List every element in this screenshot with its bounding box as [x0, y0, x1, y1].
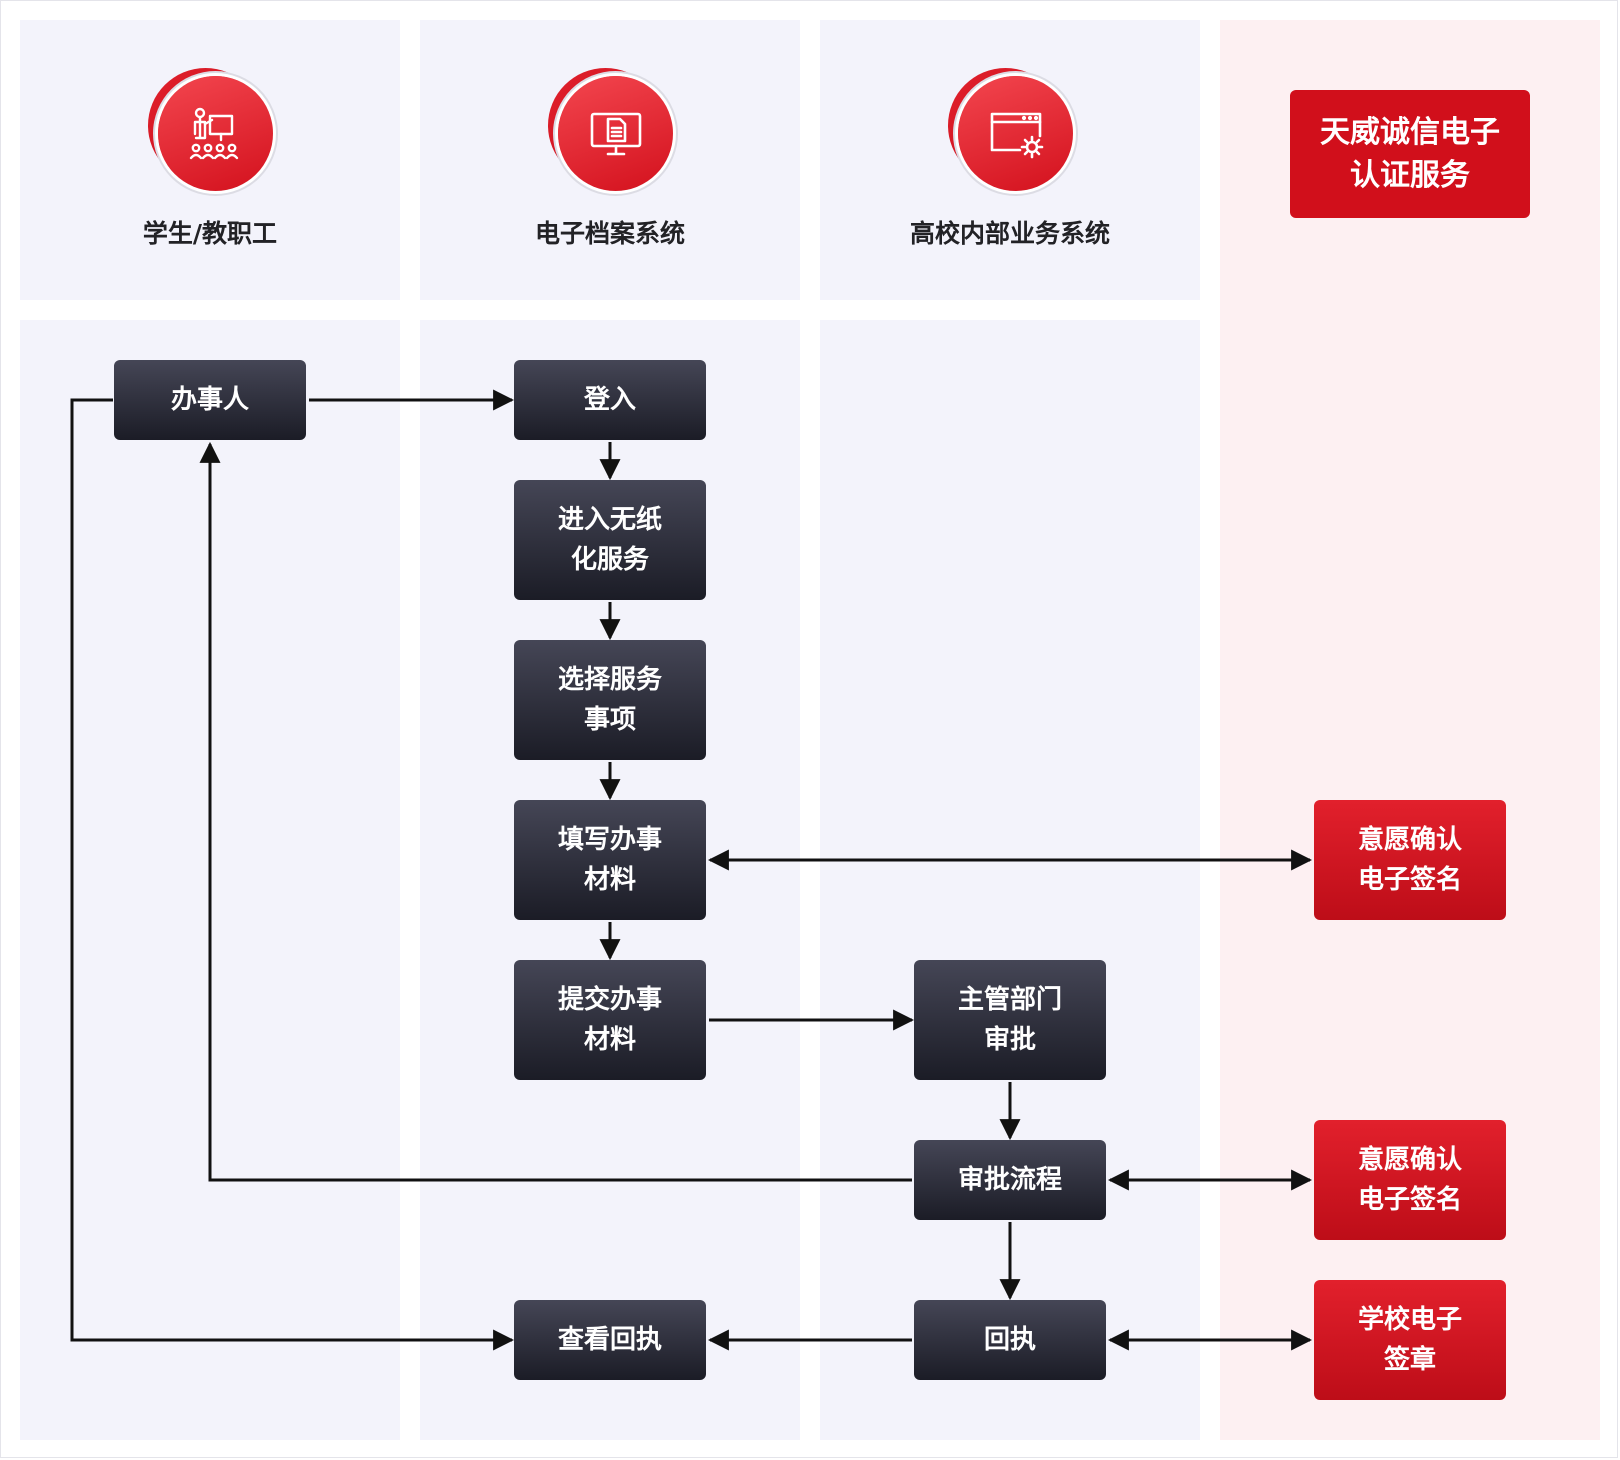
browser-gear-icon: [990, 112, 1043, 158]
lane-title-business: 高校内部业务系统: [909, 219, 1110, 248]
lane-icon-archive: [548, 68, 673, 193]
node-fill-materials: 填写办事材料: [514, 800, 706, 920]
monitor-document-icon: [590, 112, 641, 155]
lane-icon-student: [148, 68, 273, 193]
edge-applicant-to-view: [70, 398, 515, 1351]
node-submit-materials: 提交办事材料: [514, 960, 706, 1080]
node-approval-process: 审批流程: [914, 1140, 1106, 1220]
lane-title-student: 学生/教职工: [142, 219, 278, 248]
node-dept-approval: 主管部门审批: [914, 960, 1106, 1080]
node-school-seal: 学校电子签章: [1314, 1280, 1506, 1400]
node-confirm-sign-1: 意愿确认电子签名: [1314, 800, 1506, 920]
presenter-audience-icon: [189, 107, 238, 159]
node-confirm-sign-2: 意愿确认电子签名: [1314, 1120, 1506, 1240]
edge-process-to-applicant: [199, 441, 912, 1182]
node-view-receipt: 查看回执: [514, 1300, 706, 1380]
node-applicant: 办事人: [114, 360, 306, 440]
node-enter-paperless: 进入无纸化服务: [514, 480, 706, 600]
lane-icon-business: [948, 68, 1073, 193]
node-login: 登入: [514, 360, 706, 440]
node-select-service: 选择服务事项: [514, 640, 706, 760]
lane-title-ca-service: 天威诚信电子认证服务: [1290, 90, 1530, 218]
lane-title-archive: 电子档案系统: [534, 219, 685, 248]
node-receipt: 回执: [914, 1300, 1106, 1380]
